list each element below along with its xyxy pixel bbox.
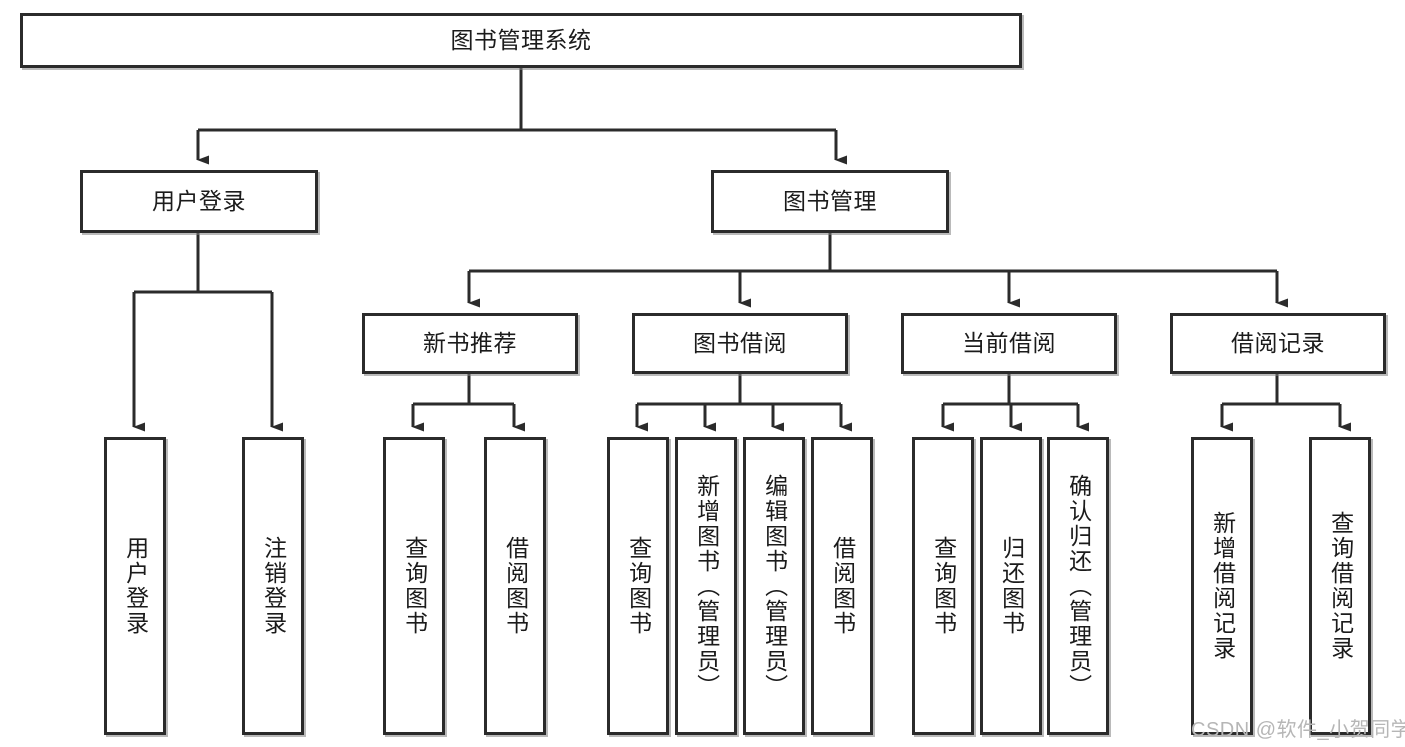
leaf-add-borrow-record[interactable]: 新增借阅记录: [1191, 437, 1253, 735]
node-label: 借阅图书: [829, 536, 856, 636]
node-root-book-management-system[interactable]: 图书管理系统: [20, 13, 1022, 68]
node-book-borrowing[interactable]: 图书借阅: [632, 313, 848, 374]
node-label: 确认归还（管理员）: [1065, 473, 1092, 699]
node-label: 新书推荐: [423, 329, 517, 356]
node-label: 借阅图书: [502, 536, 529, 636]
leaf-query-book-3[interactable]: 查询图书: [912, 437, 974, 735]
node-label: 归还图书: [998, 536, 1025, 636]
leaf-logout[interactable]: 注销登录: [242, 437, 304, 735]
leaf-user-login[interactable]: 用户登录: [104, 437, 166, 735]
leaf-query-book-2[interactable]: 查询图书: [607, 437, 669, 735]
leaf-query-borrow-record[interactable]: 查询借阅记录: [1309, 437, 1371, 735]
node-label: 图书借阅: [693, 329, 787, 356]
node-label: 用户登录: [122, 536, 149, 636]
node-label: 查询图书: [930, 536, 957, 636]
leaf-edit-book-admin[interactable]: 编辑图书（管理员）: [743, 437, 805, 735]
node-user-login[interactable]: 用户登录: [80, 170, 318, 233]
csdn-watermark: CSDN @软件_小贺同学: [1191, 719, 1405, 741]
leaf-confirm-return-admin[interactable]: 确认归还（管理员）: [1047, 437, 1109, 735]
node-label: 编辑图书（管理员）: [761, 473, 788, 699]
node-label: 新增图书（管理员）: [693, 473, 720, 699]
leaf-borrow-book-2[interactable]: 借阅图书: [811, 437, 873, 735]
node-borrowing-record[interactable]: 借阅记录: [1170, 313, 1386, 374]
node-label: 当前借阅: [962, 329, 1056, 356]
leaf-borrow-book-1[interactable]: 借阅图书: [484, 437, 546, 735]
node-label: 借阅记录: [1231, 329, 1325, 356]
node-label: 注销登录: [260, 536, 287, 636]
node-new-book-recommendation[interactable]: 新书推荐: [362, 313, 578, 374]
node-book-management[interactable]: 图书管理: [711, 170, 949, 233]
node-label: 查询借阅记录: [1327, 511, 1354, 661]
leaf-add-book-admin[interactable]: 新增图书（管理员）: [675, 437, 737, 735]
node-label: 查询图书: [401, 536, 428, 636]
node-label: 新增借阅记录: [1209, 511, 1236, 661]
node-current-borrowing[interactable]: 当前借阅: [901, 313, 1117, 374]
leaf-query-book-1[interactable]: 查询图书: [383, 437, 445, 735]
node-label: 用户登录: [152, 187, 246, 214]
node-label: 查询图书: [625, 536, 652, 636]
leaf-return-book[interactable]: 归还图书: [980, 437, 1042, 735]
node-label: 图书管理: [783, 187, 877, 214]
node-label: 图书管理系统: [450, 26, 592, 53]
